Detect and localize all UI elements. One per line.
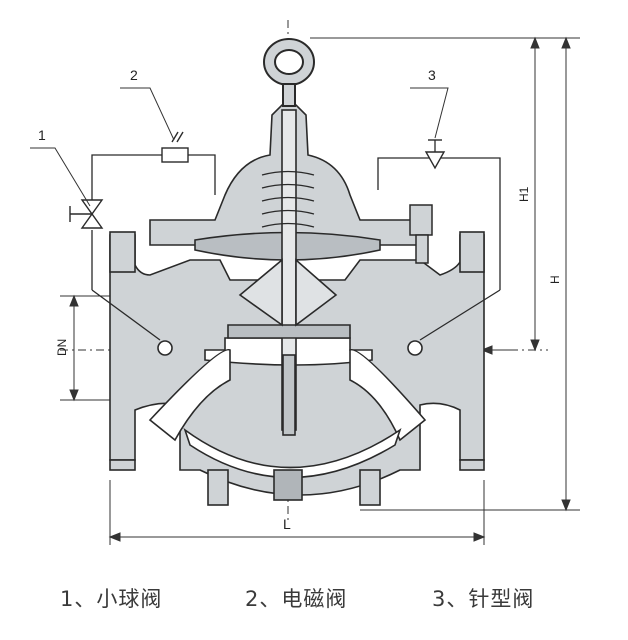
callout-2: 2: [130, 67, 138, 83]
pilot-fitting: [409, 204, 433, 264]
control-piping: [91, 140, 501, 341]
legend-item-ball-valve: 1、小球阀: [60, 587, 163, 611]
dim-dn-label: DN: [55, 339, 69, 356]
callout-leaders: [30, 87, 449, 207]
dim-h-label: H: [548, 275, 562, 284]
dim-l-label: L: [283, 516, 291, 532]
solenoid-valve-icon: [161, 131, 189, 163]
valve-diagram: 1 2 3 H1 H DN L: [30, 20, 580, 545]
lifting-eye: [263, 38, 315, 107]
callout-1: 1: [38, 127, 46, 143]
legend-item-needle-valve: 3、针型阀: [432, 587, 535, 611]
needle-valve-icon: [424, 139, 446, 170]
valve-body: [109, 104, 485, 506]
flanges: [109, 231, 485, 356]
spring: [261, 170, 315, 228]
dim-h1-label: H1: [517, 186, 531, 202]
legend-item-solenoid-valve: 2、电磁阀: [245, 587, 348, 611]
ball-valve-icon: [69, 199, 104, 229]
callout-3: 3: [428, 67, 436, 83]
